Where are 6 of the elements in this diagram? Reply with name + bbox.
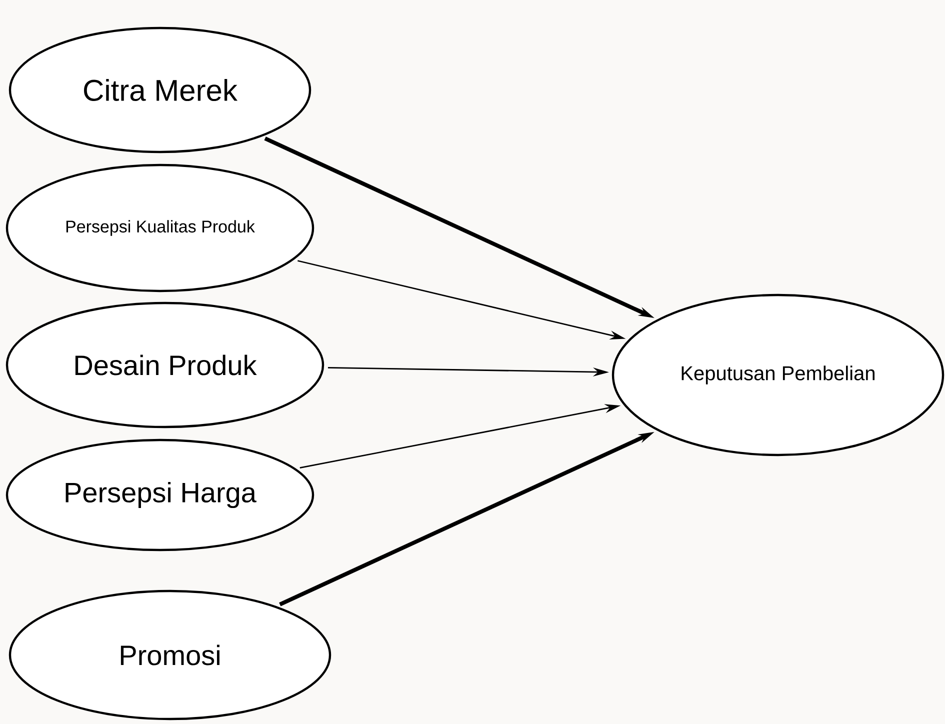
ellipse-node: Persepsi Kualitas Produk <box>6 164 314 292</box>
ellipse-node: Citra Merek <box>8 26 312 154</box>
ellipse-node: Persepsi Harga <box>6 438 314 552</box>
ellipse-node: Keputusan Pembelian <box>612 294 944 456</box>
ellipse-node: Desain Produk <box>6 302 324 428</box>
ellipse-node: Promosi <box>8 590 332 720</box>
